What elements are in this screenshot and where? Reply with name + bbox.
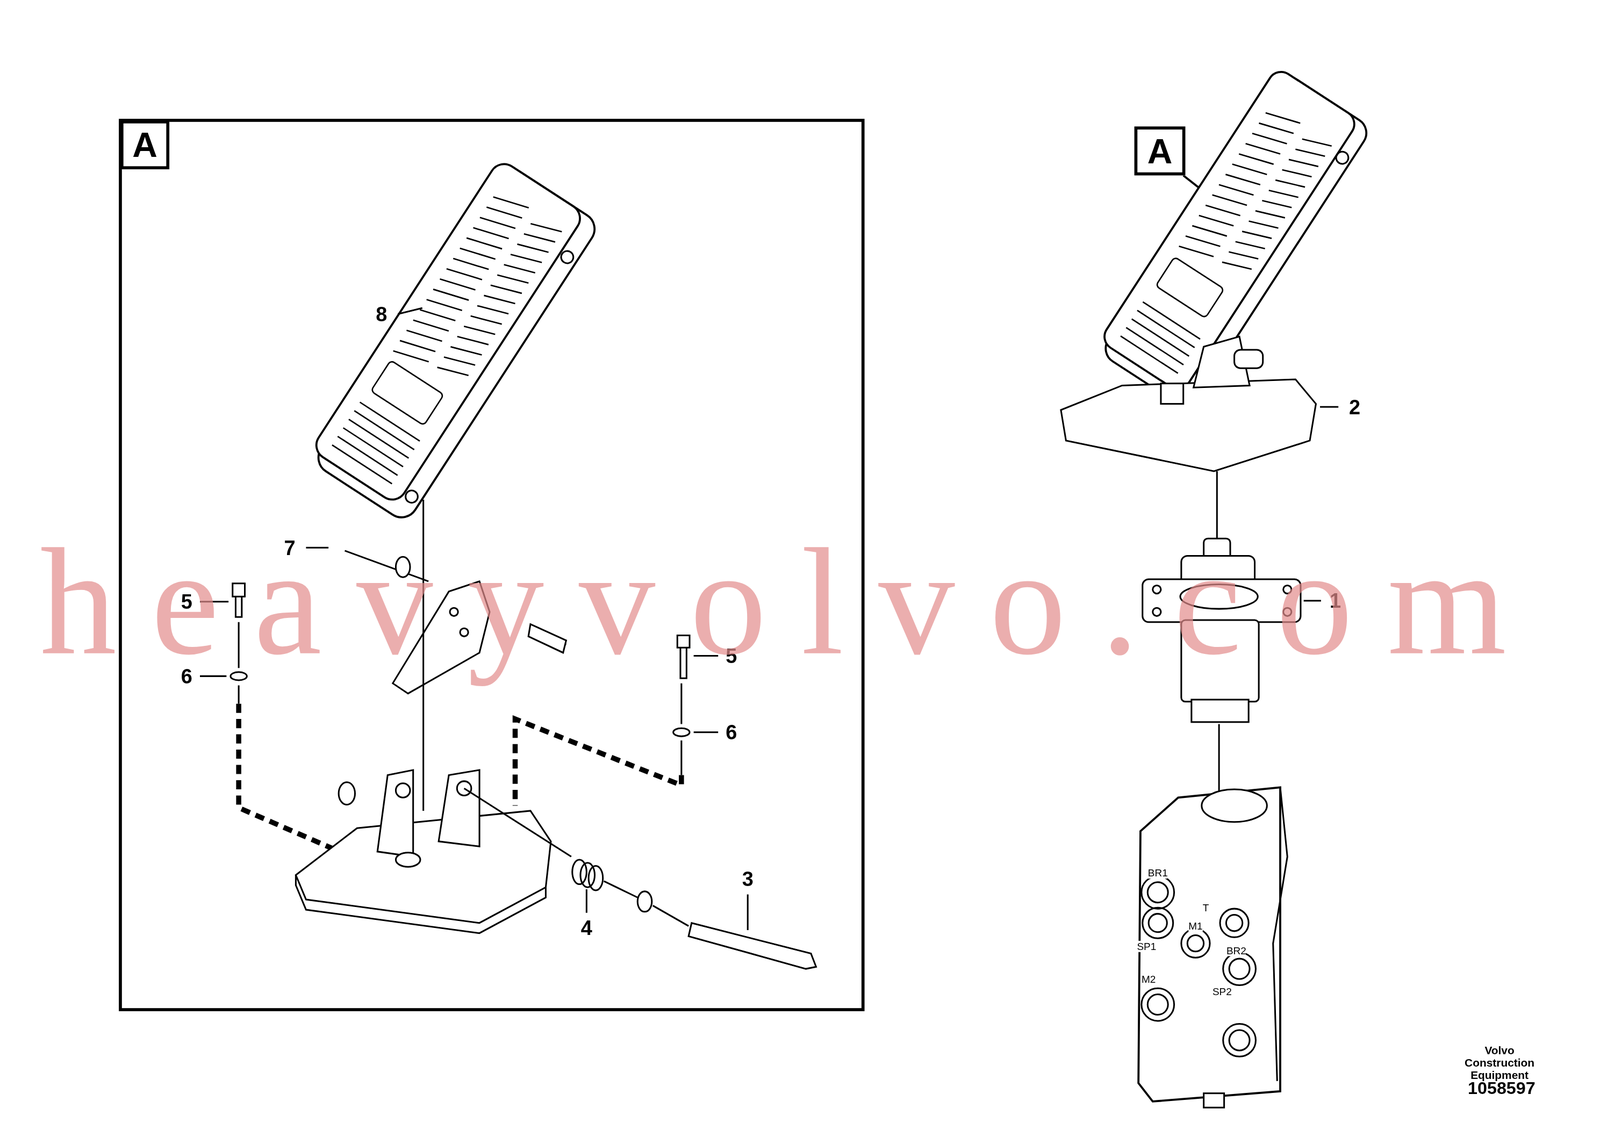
callout-number: 6 <box>725 721 737 744</box>
publisher-note: Volvo Construction Equipment <box>1453 1044 1546 1082</box>
view-letter: A <box>1147 131 1173 171</box>
pin <box>688 923 816 970</box>
view-marker-box: A <box>1134 126 1186 176</box>
callout-number: 8 <box>375 303 387 326</box>
callout-number: 3 <box>742 867 754 891</box>
pedal <box>305 158 601 524</box>
port-label: BR1 <box>1148 867 1168 879</box>
view-letter: A <box>132 125 158 165</box>
callout-number: 2 <box>1349 395 1361 419</box>
watermark: heavyvolvo.com <box>39 517 1541 686</box>
port-label: BR2 <box>1226 945 1247 957</box>
base-plate <box>295 811 551 924</box>
port-label: SP2 <box>1212 985 1232 997</box>
callout-number: 4 <box>580 916 593 940</box>
port-label: SP1 <box>1136 941 1157 953</box>
port-label: M1 <box>1188 920 1203 932</box>
valve-body <box>1138 787 1288 1108</box>
port-label: M2 <box>1141 973 1156 986</box>
spring <box>572 859 604 891</box>
figure-number: 1058597 <box>1467 1079 1536 1099</box>
base-plate <box>1060 379 1317 472</box>
view-marker-box: A <box>120 120 170 170</box>
port-label: T <box>1202 902 1210 914</box>
